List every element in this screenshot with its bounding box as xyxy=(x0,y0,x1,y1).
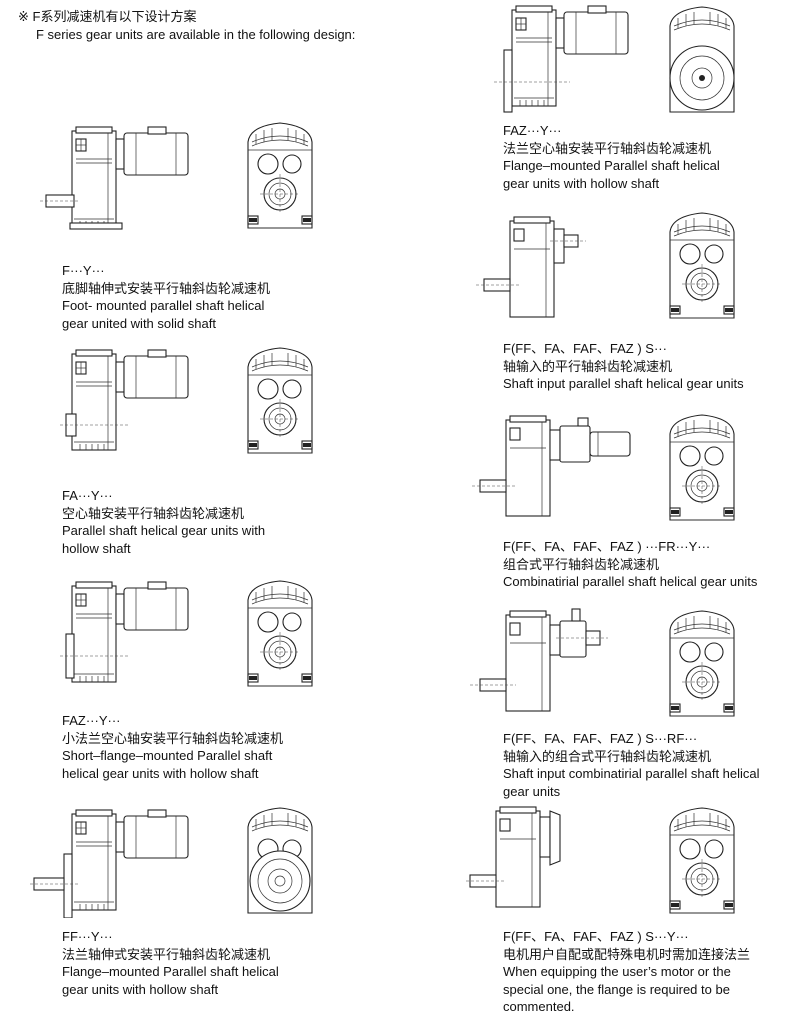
caption-code: FAZ···Y··· xyxy=(503,123,562,138)
header-title-en: F series gear units are available in the… xyxy=(36,27,356,42)
caption-en-line: gear units with hollow shaft xyxy=(503,175,660,191)
caption-code: F(FF、FA、FAF、FAZ ) S···Y··· xyxy=(503,929,689,944)
left-4-side-view xyxy=(30,809,189,918)
right-2-side-view xyxy=(476,216,586,318)
right-3-side-view xyxy=(472,415,631,517)
caption-right-1: FAZ···Y··· 法兰空心轴安装平行轴斜齿轮减速机 Flange–mount… xyxy=(503,122,720,192)
caption-en-line: helical gear units with hollow shaft xyxy=(62,765,259,781)
right-4-side-view xyxy=(470,608,608,712)
caption-cn: 空心轴安装平行轴斜齿轮减速机 xyxy=(62,505,245,521)
left-4-front-view xyxy=(247,807,313,914)
caption-en-line: hollow shaft xyxy=(62,540,131,556)
left-3-side-view xyxy=(60,581,189,683)
caption-code: F(FF、FA、FAF、FAZ ) ···FR···Y··· xyxy=(503,539,711,554)
caption-en-line: When equipping the user’s motor or the xyxy=(503,964,731,979)
caption-right-2: F(FF、FA、FAF、FAZ ) S··· 轴输入的平行轴斜齿轮减速机 Sha… xyxy=(503,340,744,393)
caption-code: FAZ···Y··· xyxy=(62,713,121,728)
caption-right-4: F(FF、FA、FAF、FAZ ) S···RF··· 轴输入的组合式平行轴斜齿… xyxy=(503,730,760,800)
caption-en-line: Parallel shaft helical gear units with xyxy=(62,523,266,538)
caption-en-line: Short–flange–mounted Parallel shaft xyxy=(62,748,273,763)
caption-cn: 法兰轴伸式安装平行轴斜齿轮减速机 xyxy=(62,946,271,962)
caption-en-line: Flange–mounted Parallel shaft helical xyxy=(503,158,720,173)
right-5-front-view xyxy=(669,807,735,914)
caption-en-line: Flange–mounted Parallel shaft helical xyxy=(62,964,279,979)
left-2-side-view xyxy=(60,349,189,451)
left-1-front-view xyxy=(247,122,313,229)
caption-en-line: commented. xyxy=(503,999,575,1014)
caption-en-line: Shaft input combinatirial parallel shaft… xyxy=(503,766,760,781)
caption-en-line: gear units xyxy=(503,783,561,799)
caption-left-4: FF···Y··· 法兰轴伸式安装平行轴斜齿轮减速机 Flange–mounte… xyxy=(62,928,279,998)
caption-code: FF···Y··· xyxy=(62,929,113,944)
caption-cn: 轴输入的组合式平行轴斜齿轮减速机 xyxy=(503,748,712,764)
caption-cn: 电机用户自配或配特殊电机时需加连接法兰 xyxy=(503,946,751,962)
right-4-front-view xyxy=(669,610,735,717)
caption-left-1: F···Y··· 底脚轴伸式安装平行轴斜齿轮减速机 Foot- mounted … xyxy=(62,262,270,332)
caption-en-line: gear united with solid shaft xyxy=(62,315,216,331)
caption-en-line: Foot- mounted parallel shaft helical xyxy=(62,298,265,313)
caption-code: F···Y··· xyxy=(62,263,105,278)
caption-cn: 小法兰空心轴安装平行轴斜齿轮减速机 xyxy=(62,730,284,746)
caption-left-2: FA···Y··· 空心轴安装平行轴斜齿轮减速机 Parallel shaft … xyxy=(62,487,265,557)
right-3-front-view xyxy=(669,414,735,521)
caption-cn: 底脚轴伸式安装平行轴斜齿轮减速机 xyxy=(62,280,271,296)
page-header: ※ F系列减速机有以下设计方案 F series gear units are … xyxy=(18,8,355,44)
caption-en-line: special one, the flange is required to b… xyxy=(503,981,730,997)
caption-cn: 组合式平行轴斜齿轮减速机 xyxy=(503,556,660,572)
caption-code: F(FF、FA、FAF、FAZ ) S··· xyxy=(503,341,667,356)
caption-en-line: Shaft input parallel shaft helical gear … xyxy=(503,376,744,391)
caption-en-line: Combinatirial parallel shaft helical gea… xyxy=(503,574,758,589)
right-5-side-view xyxy=(466,806,561,908)
caption-right-5: F(FF、FA、FAF、FAZ ) S···Y··· 电机用户自配或配特殊电机时… xyxy=(503,928,750,1016)
caption-right-3: F(FF、FA、FAF、FAZ ) ···FR···Y··· 组合式平行轴斜齿轮… xyxy=(503,538,757,591)
caption-left-3: FAZ···Y··· 小法兰空心轴安装平行轴斜齿轮减速机 Short–flang… xyxy=(62,712,283,782)
left-2-front-view xyxy=(247,347,313,454)
left-3-front-view xyxy=(247,580,313,687)
caption-code: FA···Y··· xyxy=(62,488,113,503)
right-1-side-view xyxy=(494,5,629,113)
header-title-cn: ※ F系列减速机有以下设计方案 xyxy=(18,9,197,24)
caption-en-line: gear units with hollow shaft xyxy=(62,981,219,997)
caption-cn: 轴输入的平行轴斜齿轮减速机 xyxy=(503,358,673,374)
right-2-front-view xyxy=(669,212,735,319)
right-1-front-view xyxy=(669,6,735,113)
caption-code: F(FF、FA、FAF、FAZ ) S···RF··· xyxy=(503,731,698,746)
left-1-side-view xyxy=(40,126,189,230)
caption-cn: 法兰空心轴安装平行轴斜齿轮减速机 xyxy=(503,140,712,156)
